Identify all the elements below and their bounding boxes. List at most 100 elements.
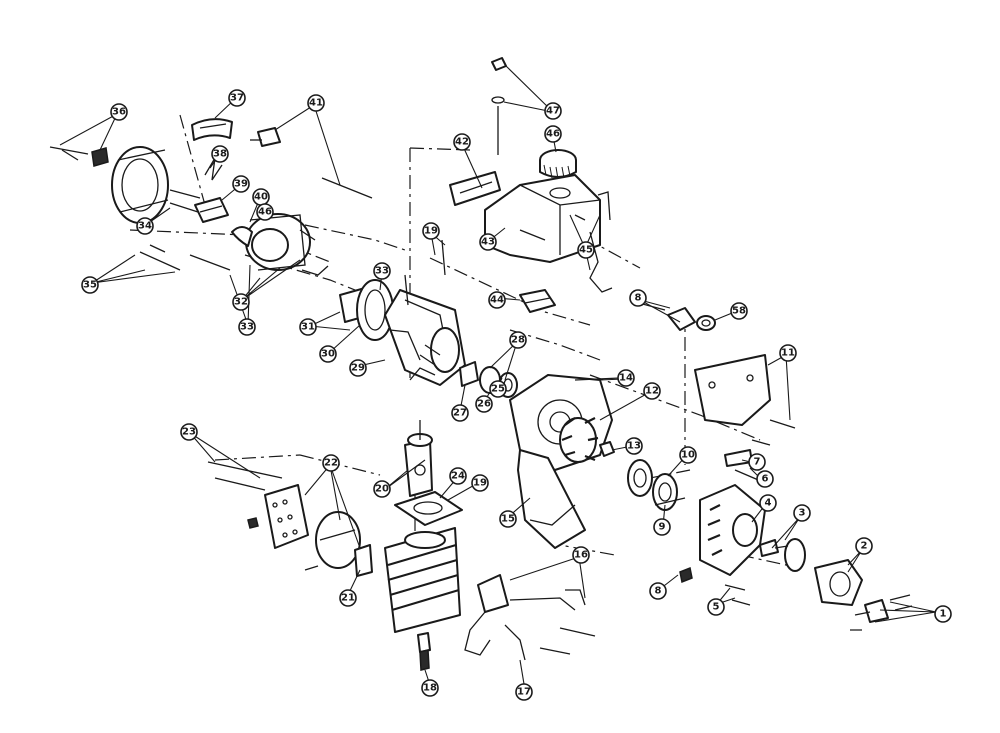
callout-43: 43 <box>479 233 497 251</box>
callout-4: 4 <box>759 494 777 512</box>
svg-text:35: 35 <box>83 280 97 291</box>
callout-37: 37 <box>228 89 246 107</box>
svg-text:31: 31 <box>301 322 315 333</box>
svg-text:39: 39 <box>234 179 248 190</box>
svg-text:25: 25 <box>491 384 505 395</box>
tank-mount <box>519 289 556 313</box>
svg-text:27: 27 <box>453 408 467 419</box>
callout-30: 30 <box>319 345 337 363</box>
cover-plate <box>694 354 796 429</box>
callout-33-lower: 33 <box>238 318 256 336</box>
callout-32: 32 <box>232 293 250 311</box>
clutch-shaft <box>574 377 621 457</box>
fan-impeller <box>559 417 599 463</box>
callout-11: 11 <box>779 344 797 362</box>
callout-5: 5 <box>707 598 725 616</box>
callout-35: 35 <box>81 276 99 294</box>
callout-58: 58 <box>730 302 748 320</box>
callout-27: 27 <box>451 404 469 422</box>
drive-coupler <box>814 559 863 606</box>
callout-34: 34 <box>136 217 154 235</box>
svg-text:22: 22 <box>324 458 338 469</box>
callout-9: 9 <box>653 518 671 536</box>
callout-8-upper: 8 <box>629 289 647 307</box>
callout-15: 15 <box>499 510 517 528</box>
callout-3: 3 <box>793 504 811 522</box>
callout-1: 1 <box>934 605 952 623</box>
callout-2: 2 <box>855 537 873 555</box>
fuel-tank <box>484 174 601 263</box>
callout-7: 7 <box>748 453 766 471</box>
svg-text:20: 20 <box>375 484 389 495</box>
svg-text:1: 1 <box>940 609 947 620</box>
ignition-coil <box>464 574 586 661</box>
callout-17: 17 <box>515 683 533 701</box>
callout-46-right: 46 <box>544 125 562 143</box>
callout-19-lower: 19 <box>471 474 489 492</box>
crankcase-body <box>384 289 466 386</box>
callout-20: 20 <box>373 480 391 498</box>
callout-46-left: 46 <box>256 203 274 221</box>
callout-40: 40 <box>252 188 270 206</box>
callout-26: 26 <box>475 395 493 413</box>
svg-text:46: 46 <box>546 129 560 140</box>
svg-text:33: 33 <box>375 266 389 277</box>
svg-text:16: 16 <box>574 550 588 561</box>
svg-text:14: 14 <box>619 373 633 384</box>
flywheel <box>231 213 329 276</box>
svg-text:21: 21 <box>341 593 355 604</box>
cylinder <box>384 527 461 633</box>
svg-text:10: 10 <box>681 450 695 461</box>
spark-plug-boot <box>250 127 281 147</box>
svg-text:36: 36 <box>112 107 126 118</box>
svg-text:18: 18 <box>423 683 437 694</box>
svg-text:8: 8 <box>655 586 662 597</box>
fuel-cap <box>539 149 577 199</box>
callout-45: 45 <box>577 241 595 259</box>
callout-19-upper: 19 <box>422 222 440 240</box>
callout-29: 29 <box>349 359 367 377</box>
svg-text:15: 15 <box>501 514 515 525</box>
svg-text:34: 34 <box>138 221 152 232</box>
cylinder-gasket <box>394 491 463 526</box>
svg-text:3: 3 <box>799 508 806 519</box>
muffler <box>304 511 361 571</box>
spring-clip <box>204 157 223 181</box>
callout-8-lower: 8 <box>649 582 667 600</box>
svg-text:33: 33 <box>240 322 254 333</box>
svg-text:2: 2 <box>861 541 868 552</box>
callout-22: 22 <box>322 454 340 472</box>
fuel-line <box>574 191 613 293</box>
starter-pawl-block <box>169 189 229 223</box>
output-shaft <box>759 538 806 572</box>
callout-16: 16 <box>572 546 590 564</box>
mounting-screws-right <box>679 439 771 606</box>
svg-text:26: 26 <box>477 399 491 410</box>
callout-47: 47 <box>544 102 562 120</box>
callout-18: 18 <box>421 679 439 697</box>
tank-cover-screw <box>491 57 507 155</box>
grommet <box>696 315 716 331</box>
svg-text:11: 11 <box>781 348 795 359</box>
svg-text:19: 19 <box>473 478 487 489</box>
callout-14: 14 <box>617 369 635 387</box>
spark-plug <box>417 632 431 671</box>
svg-text:47: 47 <box>546 106 560 117</box>
callout-10: 10 <box>679 446 697 464</box>
svg-text:19: 19 <box>424 226 438 237</box>
end-cap <box>850 594 913 631</box>
callout-13: 13 <box>625 437 643 455</box>
svg-text:32: 32 <box>234 297 248 308</box>
tank-rod <box>321 177 373 199</box>
drive-pulley <box>627 459 653 497</box>
callout-24: 24 <box>449 467 467 485</box>
svg-text:23: 23 <box>182 427 196 438</box>
svg-text:17: 17 <box>517 687 531 698</box>
callout-44: 44 <box>488 291 506 309</box>
callout-41: 41 <box>307 94 325 112</box>
svg-text:8: 8 <box>635 293 642 304</box>
fan-housing <box>509 374 613 549</box>
svg-text:41: 41 <box>309 98 323 109</box>
svg-text:37: 37 <box>230 93 244 104</box>
